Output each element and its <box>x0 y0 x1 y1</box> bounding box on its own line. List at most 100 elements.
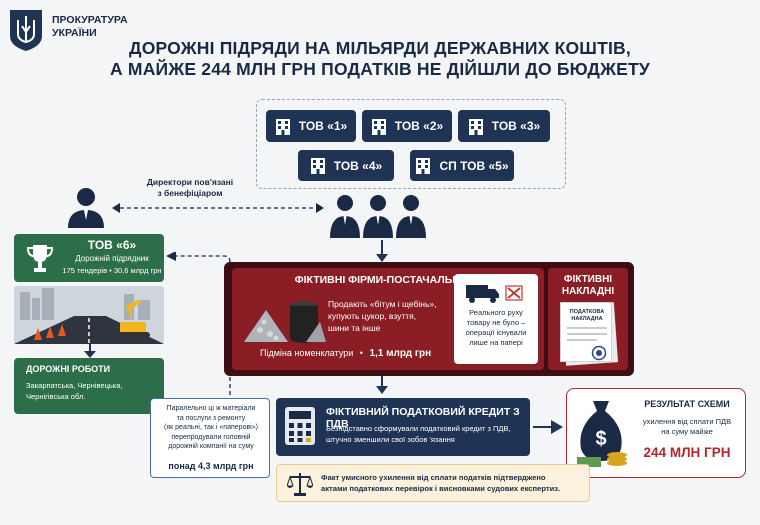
stamp-icon <box>591 345 607 361</box>
fake-suppliers-goods: Продають «бітум і щебінь», купують цукор… <box>328 298 437 334</box>
directors-label: Директори пов'язані з бенефіціаром <box>130 177 250 199</box>
fact-line1: Факт умисного ухилення від сплати податк… <box>321 473 546 482</box>
building-icon <box>468 118 483 135</box>
company-sp-tov-5: СП ТОВ «5» <box>410 150 514 181</box>
road-works-card: ДОРОЖНІ РОБОТИ Закарпатська, Чернівецька… <box>14 358 164 414</box>
road-construction-illustration <box>14 286 164 344</box>
fake-suppliers-card: ФІКТИВНІ ФІРМИ-ПОСТАЧАЛЬНИКИ Продають «б… <box>232 268 544 370</box>
road-works-regions: Закарпатська, Чернівецька, Чернігівська … <box>26 380 122 402</box>
directors-label-line2: з бенефіціаром <box>157 188 223 198</box>
title-line2: А МАЙЖЕ 244 МЛН ГРН ПОДАТКІВ НЕ ДІЙШЛИ Д… <box>110 59 650 79</box>
no-movement-line1: Реального руху <box>469 308 523 317</box>
road-works-regions-line2: Чернігівська обл. <box>26 392 86 401</box>
goods-line1: Продають «бітум і щебінь», <box>328 299 437 309</box>
resale-note-text: Паралельно ці ж матеріали та послуги з р… <box>151 404 271 452</box>
no-movement-text: Реального руху товару не було – операції… <box>454 308 538 348</box>
trident-emblem-icon <box>10 10 42 51</box>
company-label: ТОВ «4» <box>333 158 383 173</box>
invoice-doc-line1: ПОДАТКОВА <box>569 309 605 315</box>
substitution-value: 1,1 млрд грн <box>369 348 432 359</box>
tax-credit-line2: штучно зменшили свої зобов 'язання <box>326 434 455 444</box>
title-line1: ДОРОЖНІ ПІДРЯДИ НА МІЛЬЯРДИ ДЕРЖАВНИХ КО… <box>129 38 631 58</box>
company-tov-1: ТОВ «1» <box>266 110 356 142</box>
resale-note: Паралельно ці ж матеріали та послуги з р… <box>150 398 270 478</box>
link-arrow-icon <box>112 203 324 213</box>
building-icon <box>275 118 290 135</box>
arrow-down-icon <box>376 376 388 394</box>
company-label: ТОВ «3» <box>491 119 541 133</box>
fact-bar: Факт умисного ухилення від сплати податк… <box>276 464 590 502</box>
arrow-down-icon <box>84 344 96 358</box>
tov6-name: ТОВ «6» <box>87 238 137 252</box>
resale-line1: Паралельно ці ж матеріали <box>166 405 256 412</box>
arrow-down-icon <box>376 240 388 262</box>
no-movement-line2: товару не було – <box>466 318 526 327</box>
svg-text:$: $ <box>595 428 606 450</box>
building-icon <box>416 158 431 174</box>
fact-text: Факт умисного ухилення від сплати податк… <box>321 472 560 494</box>
tov6-stats: 175 тендерів • 30,6 млрд грн <box>62 266 162 275</box>
resale-amount: понад 4,3 млрд грн <box>168 461 254 471</box>
scales-of-justice-icon <box>287 473 313 496</box>
fact-line2: актами податкових перевірок і висновками… <box>321 484 561 493</box>
fake-invoices-title: ФІКТИВНІ НАКЛАДНІ <box>548 274 628 298</box>
resale-flow-arrow-icon <box>166 252 231 402</box>
goods-line3: шини та інше <box>328 323 381 333</box>
fake-invoices-card: ФІКТИВНІ НАКЛАДНІ ПОДАТКОВА НАКЛАДНА <box>548 268 628 370</box>
company-tov-2: ТОВ «2» <box>362 110 452 142</box>
invoice-document: ПОДАТКОВА НАКЛАДНА <box>560 302 612 362</box>
tax-credit-card: ФІКТИВНИЙ ПОДАТКОВИЙ КРЕДИТ З ПДВ Безпід… <box>276 398 530 456</box>
building-icon <box>371 118 386 135</box>
money-bag-icon: $ <box>577 401 627 467</box>
tax-credit-line1: Безпідставно сформували податковий креди… <box>326 424 511 433</box>
calculator-icon <box>285 407 315 445</box>
substitution-label: Підміна номенклатури <box>260 348 354 358</box>
company-tov-4: ТОВ «4» <box>298 150 394 181</box>
companies-group <box>256 99 566 189</box>
page-title: ДОРОЖНІ ПІДРЯДИ НА МІЛЬЯРДИ ДЕРЖАВНИХ КО… <box>0 38 760 80</box>
result-line2: на суму майже <box>661 427 713 436</box>
beneficiary-person-icon <box>68 188 104 228</box>
directors-group-icon <box>330 195 426 238</box>
arrow-right-icon <box>533 420 563 434</box>
bitumen-gravel-icon <box>244 301 326 343</box>
company-label: СП ТОВ «5» <box>439 158 509 173</box>
invoice-doc-line2: НАКЛАДНА <box>571 316 603 322</box>
org-name-line1: ПРОКУРАТУРА <box>52 14 128 26</box>
tov6-card: ТОВ «6» Дорожній підрядник 175 тендерів … <box>14 234 164 282</box>
company-tov-3: ТОВ «3» <box>458 110 550 142</box>
result-line1: ухилення від сплати ПДВ <box>642 417 732 426</box>
fake-invoices-title-line2: НАКЛАДНІ <box>561 286 615 297</box>
company-label: ТОВ «1» <box>298 119 348 133</box>
road-works-title: ДОРОЖНІ РОБОТИ <box>26 364 111 374</box>
invoice-line <box>567 339 597 341</box>
no-movement-line3: операції існували <box>465 328 527 337</box>
resale-line4: перепродували головній <box>171 433 251 441</box>
no-movement-line4: лише на папері <box>469 338 523 347</box>
road-works-regions-line1: Закарпатська, Чернівецька, <box>26 381 123 390</box>
result-title: РЕЗУЛЬТАТ СХЕМИ <box>644 399 730 409</box>
result-card: $ РЕЗУЛЬТАТ СХЕМИ ухилення від сплати ПД… <box>566 388 746 478</box>
building-icon <box>310 158 325 174</box>
trophy-icon <box>26 245 54 272</box>
result-amount: 244 МЛН ГРН <box>643 445 731 460</box>
goods-line2: купують цукор, взуття, <box>328 311 417 321</box>
directors-label-line1: Директори пов'язані <box>146 177 234 187</box>
no-movement-card: Реального руху товару не було – операції… <box>454 274 538 364</box>
tov6-role: Дорожній підрядник <box>75 254 149 263</box>
resale-line3: (як реальні, так і «паперові») <box>164 424 258 431</box>
result-text: ухилення від сплати ПДВ на суму майже <box>631 417 743 437</box>
resale-line2: та послуги з ремонту <box>176 414 246 422</box>
substitution-row: Підміна номенклатури • 1,1 млрд грн <box>260 348 432 359</box>
tax-credit-text: Безпідставно сформували податковий креди… <box>326 424 511 445</box>
invoice-line <box>567 327 607 329</box>
invoice-line <box>567 333 607 335</box>
resale-line5: дорожній компанії на суму <box>168 443 254 450</box>
tax-credit-title: ФІКТИВНИЙ ПОДАТКОВИЙ КРЕДИТ З ПДВ <box>326 406 520 430</box>
company-label: ТОВ «2» <box>394 119 444 133</box>
org-name: ПРОКУРАТУРА УКРАЇНИ <box>52 14 128 40</box>
fake-suppliers-title: ФІКТИВНІ ФІРМИ-ПОСТАЧАЛЬНИКИ <box>294 274 482 286</box>
fake-invoices-title-line1: ФІКТИВНІ <box>563 274 613 285</box>
invoice-doc-title: ПОДАТКОВА НАКЛАДНА <box>561 309 613 323</box>
org-name-line2: УКРАЇНИ <box>52 27 97 39</box>
